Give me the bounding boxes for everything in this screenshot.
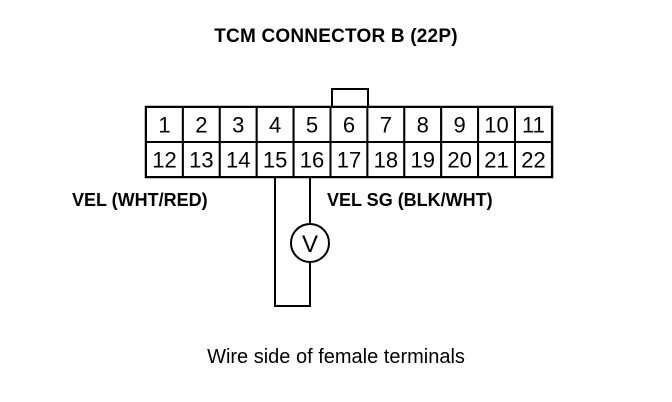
- terminal-number-20: 20: [447, 148, 471, 173]
- terminal-number-22: 22: [521, 148, 545, 173]
- terminal-number-12: 12: [152, 148, 176, 173]
- terminal-number-13: 13: [189, 148, 213, 173]
- terminal-number-1: 1: [158, 113, 170, 138]
- wire-label-vel: VEL (WHT/RED): [72, 190, 208, 210]
- probe-wire-left: [274, 177, 311, 307]
- terminal-number-15: 15: [263, 148, 287, 173]
- terminal-cell: [403, 141, 443, 178]
- terminal-cell: [329, 141, 369, 178]
- terminal-number-10: 10: [484, 113, 508, 138]
- terminal-cell: [514, 141, 553, 178]
- diagram-caption: Wire side of female terminals: [207, 346, 465, 368]
- terminal-cell: [329, 106, 369, 143]
- voltmeter-symbol: V: [302, 231, 318, 258]
- wire-label-vel-sg: VEL SG (BLK/WHT): [327, 190, 493, 210]
- terminal-number-17: 17: [337, 148, 361, 173]
- terminal-cell: [366, 141, 406, 178]
- terminal-cell: [292, 141, 332, 178]
- terminal-cell: [181, 141, 221, 178]
- diagram-title: TCM CONNECTOR B (22P): [214, 26, 458, 47]
- terminal-cell: [403, 106, 443, 143]
- terminal-number-21: 21: [484, 148, 508, 173]
- terminal-number-8: 8: [417, 113, 429, 138]
- terminal-number-14: 14: [226, 148, 250, 173]
- terminal-number-18: 18: [374, 148, 398, 173]
- terminal-number-4: 4: [269, 113, 281, 138]
- terminal-number-7: 7: [380, 113, 392, 138]
- terminal-number-19: 19: [411, 148, 435, 173]
- voltmeter-icon: [290, 223, 330, 263]
- terminal-number-3: 3: [232, 113, 244, 138]
- terminal-cell: [181, 106, 221, 143]
- terminal-number-11: 11: [522, 113, 545, 138]
- connector-lock-tab: [331, 88, 369, 108]
- terminal-cell: [255, 141, 295, 178]
- terminal-cell: [145, 141, 184, 178]
- terminal-cell: [477, 106, 517, 143]
- terminal-number-6: 6: [343, 113, 355, 138]
- terminal-number-16: 16: [300, 148, 324, 173]
- terminal-number-9: 9: [454, 113, 466, 138]
- terminal-number-5: 5: [306, 113, 318, 138]
- terminal-number-2: 2: [195, 113, 207, 138]
- terminal-cell: [366, 106, 406, 143]
